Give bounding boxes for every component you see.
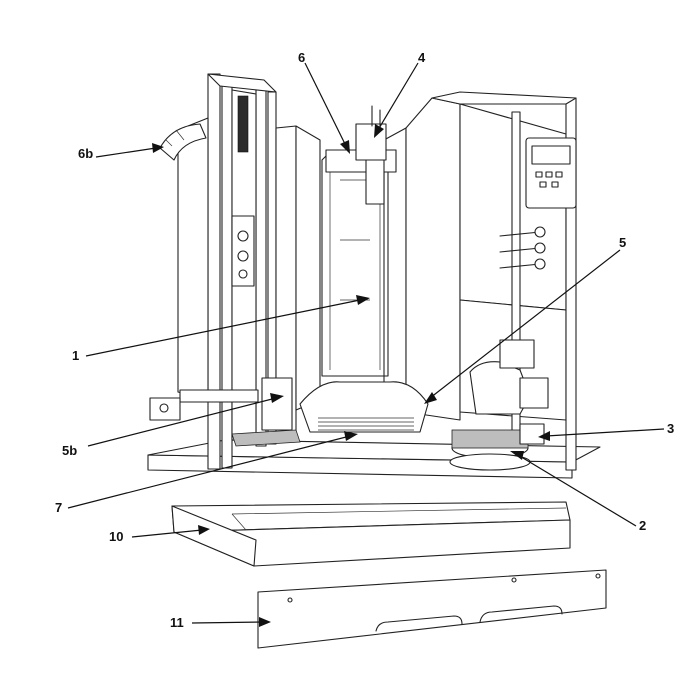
callout-4: 4 [418,50,426,65]
callout-6b: 6b [78,146,93,161]
callout-1: 1 [72,348,79,363]
pipe-connections [499,226,546,270]
callout-labels: 1 2 3 4 5 5b 6 6b 7 10 11 [55,50,674,630]
callout-5: 5 [619,235,626,250]
front-cover-plate [257,569,607,649]
drain-pan [171,501,571,567]
control-panel-buttons [535,171,563,188]
callout-3: 3 [667,421,674,436]
leader-lines [67,62,665,627]
callout-10: 10 [109,529,123,544]
callout-5b: 5b [62,443,77,458]
callout-7: 7 [55,500,62,515]
callout-11: 11 [170,615,184,630]
burner-grille [318,417,414,431]
callout-2: 2 [639,518,646,533]
boiler-chassis [147,73,601,479]
callout-6: 6 [298,50,305,65]
